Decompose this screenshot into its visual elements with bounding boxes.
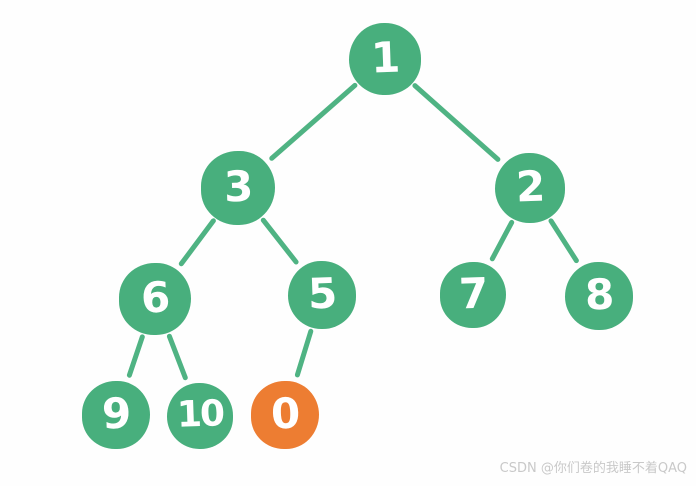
tree-node-label: 1	[370, 32, 400, 83]
tree-node-1: 1	[349, 23, 421, 95]
tree-edge-5-0	[294, 328, 314, 378]
tree-edge-3-5	[260, 217, 299, 265]
tree-node-8: 8	[565, 262, 633, 330]
tree-edge-6-9	[126, 334, 145, 378]
tree-edge-3-6	[178, 218, 216, 267]
tree-node-9: 9	[82, 381, 150, 449]
tree-node-label: 9	[101, 388, 131, 439]
tree-edge-2-7	[489, 219, 515, 262]
tree-node-0: 0	[251, 381, 319, 449]
tree-edge-2-8	[548, 218, 579, 264]
tree-node-label: 10	[176, 393, 224, 436]
tree-edge-1-3	[269, 82, 358, 161]
tree-node-label: 0	[270, 388, 300, 439]
tree-node-6: 6	[119, 263, 191, 335]
tree-edge-6-10	[166, 333, 188, 381]
tree-node-3: 3	[201, 151, 275, 225]
watermark: CSDN @你们卷的我睡不着QAQ	[499, 461, 687, 476]
tree-node-7: 7	[440, 262, 506, 328]
tree-node-label: 8	[584, 269, 614, 320]
tree-node-10: 10	[167, 383, 233, 449]
tree-node-label: 6	[140, 272, 170, 323]
tree-node-label: 7	[458, 268, 488, 319]
tree-node-2: 2	[495, 153, 565, 223]
tree-node-label: 3	[223, 161, 253, 212]
tree-edge-1-2	[412, 83, 501, 162]
tree-node-label: 2	[515, 161, 545, 212]
tree-node-label: 5	[307, 268, 337, 319]
tree-node-5: 5	[288, 261, 356, 329]
